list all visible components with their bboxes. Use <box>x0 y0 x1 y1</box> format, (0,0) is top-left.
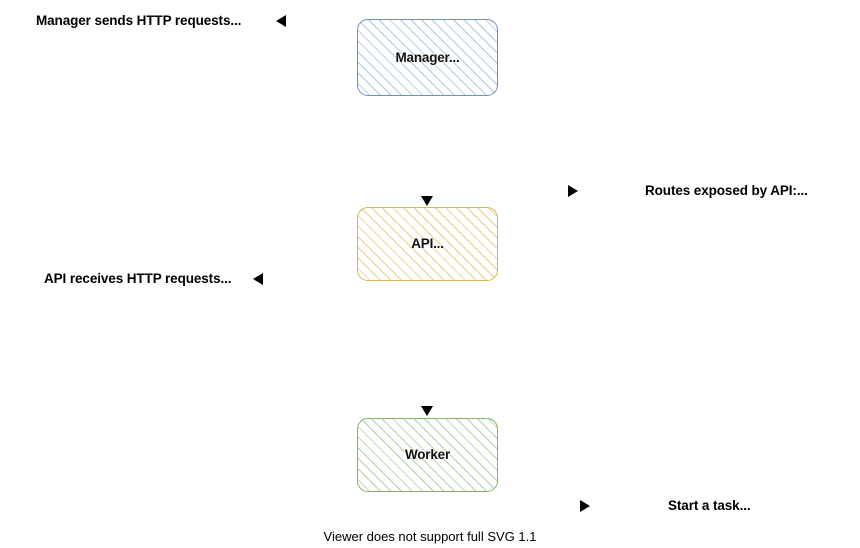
arrow-left-icon-manager-sends <box>276 15 286 27</box>
arrow-left-icon-api-receives <box>253 273 263 285</box>
edge-label-start-task: Start a task... <box>668 498 751 513</box>
edge-label-routes-exposed: Routes exposed by API:... <box>645 183 808 198</box>
node-api[interactable]: API... <box>357 207 498 281</box>
arrow-down-icon-into-worker <box>421 406 433 416</box>
arrow-right-icon-start-task <box>580 500 590 512</box>
edge-label-manager-sends: Manager sends HTTP requests... <box>36 13 242 28</box>
node-manager[interactable]: Manager... <box>357 19 498 96</box>
node-api-label: API... <box>411 236 444 252</box>
arrow-right-icon-routes-exposed <box>568 185 578 197</box>
node-worker[interactable]: Worker <box>357 418 498 492</box>
arrow-down-icon-into-api <box>421 196 433 206</box>
node-worker-label: Worker <box>404 447 451 463</box>
svg-support-note: Viewer does not support full SVG 1.1 <box>323 529 537 544</box>
node-manager-label: Manager... <box>395 49 460 65</box>
edge-label-api-receives: API receives HTTP requests... <box>44 271 232 286</box>
